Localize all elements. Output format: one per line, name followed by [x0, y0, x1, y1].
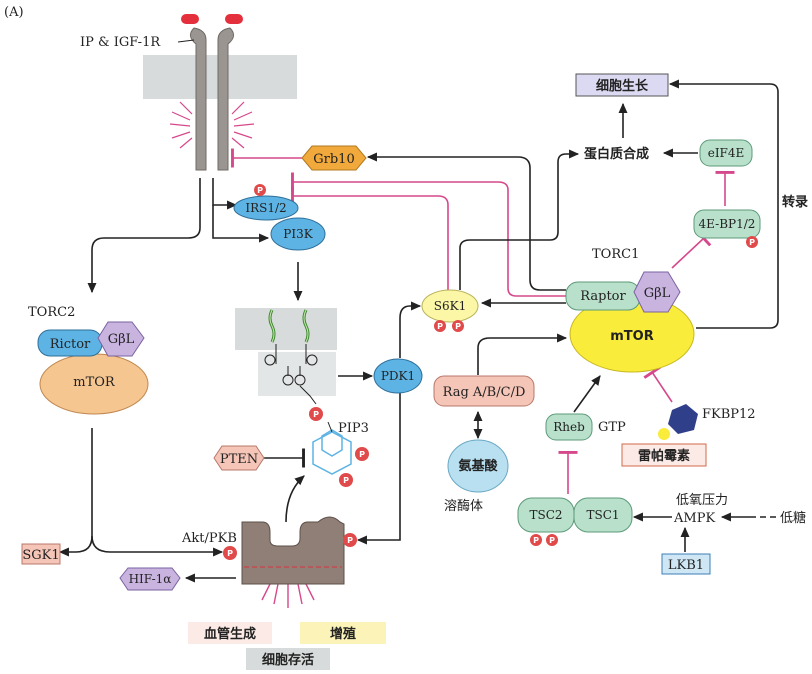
akt-output-arrows	[261, 583, 315, 608]
pdk1-node	[373, 358, 423, 394]
tsc2-phospho-icon: P P	[530, 534, 558, 546]
akt-label: Akt/PKB	[181, 531, 237, 546]
receptor-icon	[169, 14, 255, 171]
cell-growth-box	[575, 73, 669, 97]
akt-phospho-icon: P P	[223, 533, 357, 560]
membrane-lipid-region	[235, 308, 337, 350]
receptor-label: IP & IGF-1R	[80, 35, 161, 50]
torc2-label: TORC2	[28, 305, 75, 320]
irs-node	[233, 195, 299, 221]
s6k1-label: S6K1	[434, 299, 466, 313]
eif4e-node	[699, 139, 753, 167]
svg-text:P: P	[749, 238, 755, 247]
rheb-label: Rheb	[553, 420, 585, 434]
torc1-gbl-node	[633, 271, 681, 313]
pip3-label: PIP3	[338, 421, 369, 436]
pten-node	[213, 445, 265, 471]
svg-text:P: P	[343, 476, 349, 485]
angiogenesis-label: 血管生成	[204, 626, 256, 642]
svg-text:P: P	[257, 186, 263, 195]
hif-node	[119, 567, 181, 591]
svg-text:P: P	[359, 450, 365, 459]
cell-survival-label: 细胞存活	[262, 652, 314, 668]
torc1-mtor-label: mTOR	[610, 329, 653, 344]
panel-label: (A)	[4, 5, 24, 20]
hif-label: HIF-1α	[129, 572, 172, 586]
amino-acid-node	[447, 439, 509, 493]
protein-synthesis-label: 蛋白质合成	[584, 146, 649, 162]
4ebp-phospho-icon: P	[746, 236, 758, 248]
angiogenesis-box	[188, 622, 272, 644]
tsc1-label: TSC1	[586, 508, 619, 522]
svg-text:P: P	[227, 549, 233, 558]
fkbp12-label: FKBP12	[702, 407, 756, 422]
amino-acid-label: 氨基酸	[457, 458, 498, 474]
svg-text:P: P	[549, 536, 555, 545]
akt-node	[241, 516, 345, 585]
transcription-label: 转录	[782, 194, 808, 210]
torc2-gbl-node	[97, 321, 145, 357]
torc2-mtor-label: mTOR	[73, 375, 116, 390]
hypoxia-label: 低氧压力	[676, 493, 728, 508]
torc2-gbl-label: GβL	[108, 332, 135, 347]
tsc2-label: TSC2	[529, 508, 562, 522]
cell-survival-box	[246, 648, 330, 670]
proliferation-label: 增殖	[330, 626, 356, 642]
svg-text:P: P	[437, 322, 443, 331]
rheb-node	[545, 413, 593, 441]
grb10-node	[301, 145, 367, 171]
low-sugar-label: 低糖	[780, 510, 806, 526]
s6k1-node	[421, 289, 479, 323]
gtp-label: GTP	[598, 420, 626, 435]
sgk1-node	[21, 543, 61, 565]
rapamycin-icon	[658, 428, 670, 440]
pi3k-label: PI3K	[283, 227, 313, 241]
lkb1-node	[661, 553, 711, 575]
grb10-label: Grb10	[313, 152, 354, 167]
lysosome-label: 溶酶体	[444, 498, 483, 514]
tsc1-node	[573, 497, 633, 533]
svg-text:P: P	[455, 322, 461, 331]
s6k1-phospho-icon: P P	[434, 320, 464, 332]
rag-label: Rag A/B/C/D	[443, 385, 526, 400]
torc1-gbl-label: GβL	[644, 286, 671, 301]
eif4e-label: eIF4E	[708, 146, 745, 160]
rapamycin-label: 雷帕霉素	[638, 448, 690, 464]
lkb1-label: LKB1	[668, 558, 704, 573]
4ebp-node	[693, 209, 761, 239]
raptor-label: Raptor	[580, 289, 626, 304]
svg-text:P: P	[533, 536, 539, 545]
irs-phospho-icon: P	[254, 184, 266, 196]
svg-text:P: P	[313, 410, 319, 419]
pdk1-label: PDK1	[381, 369, 415, 383]
rictor-label: Rictor	[50, 337, 91, 352]
ampk-label: AMPK	[673, 511, 715, 526]
sgk1-label: SGK1	[22, 548, 59, 563]
pip3-lipid-icon: P P P	[258, 309, 369, 487]
cell-growth-label: 细胞生长	[596, 78, 649, 94]
fkbp12-icon	[668, 404, 698, 434]
torc1-label: TORC1	[592, 247, 639, 262]
svg-text:P: P	[347, 536, 353, 545]
rapamycin-box	[621, 443, 707, 467]
proliferation-box	[300, 622, 386, 644]
irs-label: IRS1/2	[245, 201, 286, 215]
pi3k-node	[270, 217, 326, 251]
pten-label: PTEN	[220, 452, 258, 467]
rag-node	[433, 375, 535, 407]
4ebp-label: 4E-BP1/2	[699, 217, 756, 231]
